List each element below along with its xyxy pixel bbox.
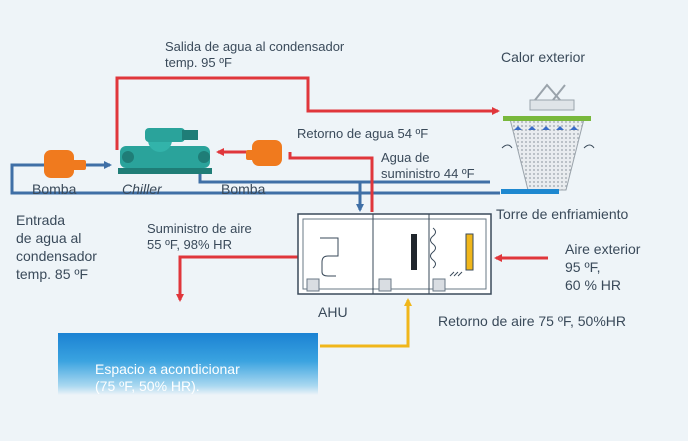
pump-right-label: Bomba bbox=[221, 181, 266, 197]
outside-air-label: Aire exterior 95 ºF, 60 % HR bbox=[565, 241, 641, 293]
chiller-label: Chiller bbox=[122, 181, 162, 197]
conditioned-space-box bbox=[58, 333, 318, 395]
pump-left-icon bbox=[44, 150, 86, 178]
pump-left-label: Bomba bbox=[32, 181, 77, 197]
pump-right-icon bbox=[246, 140, 282, 166]
cooling-tower-label: Torre de enfriamiento bbox=[496, 206, 629, 222]
ahu-unit bbox=[297, 213, 492, 295]
ahu-label: AHU bbox=[318, 304, 348, 320]
supply-air-line bbox=[176, 255, 298, 302]
water-supply-label: Agua de suministro 44 ºF bbox=[381, 150, 475, 181]
heat-out-label: Calor exterior bbox=[501, 49, 586, 65]
return-air-line bbox=[320, 298, 412, 348]
conditioned-space-label: Espacio a acondicionar (75 ºF, 50% HR). bbox=[95, 361, 240, 394]
chilled-water-return-line bbox=[216, 148, 374, 212]
water-return-label: Retorno de agua 54 ºF bbox=[297, 126, 429, 141]
return-air-label: Retorno de aire 75 ºF, 50%HR bbox=[438, 313, 626, 329]
condenser-outlet-line bbox=[115, 76, 500, 150]
condenser-inlet-label: Entrada de agua al condensador temp. 85 … bbox=[16, 212, 97, 282]
cooling-tower-icon bbox=[501, 83, 595, 194]
condenser-outlet-label: Salida de agua al condensador temp. 95 º… bbox=[165, 39, 345, 70]
supply-air-label: Suministro de aire 55 ºF, 98% HR bbox=[147, 221, 252, 252]
chiller-icon bbox=[118, 128, 212, 174]
